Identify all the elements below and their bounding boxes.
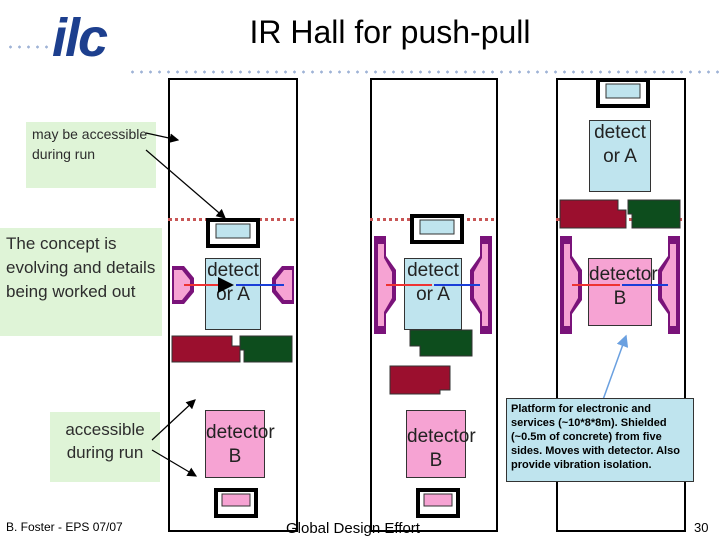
logo-dots-divider	[6, 45, 51, 49]
arrow-note-to-pit	[145, 149, 226, 219]
shield-green-icon	[409, 329, 473, 357]
pit-detector-icon	[215, 223, 251, 239]
shield-green-icon	[627, 199, 681, 229]
shield-red-icon	[389, 365, 451, 395]
slide-title: IR Hall for push-pull	[249, 14, 531, 50]
note-may-be-accessible: may be accessible during run	[26, 122, 156, 188]
page-number: 30	[694, 520, 709, 535]
detector-a-right: detect or A	[589, 120, 651, 192]
title-dots-divider	[128, 70, 720, 74]
shield-green-icon	[239, 335, 293, 363]
note-accessible-during-run: accessible during run	[50, 412, 160, 482]
shield-red-icon	[559, 199, 627, 229]
note-concept: The concept is evolving and details bein…	[0, 228, 162, 336]
platform-note: Platform for electronic and services (~1…	[506, 398, 694, 482]
footer-center-text: Global Design Effort	[286, 520, 420, 537]
detector-b-right: detector B	[588, 258, 658, 326]
detector-b-middle: detector B	[406, 410, 476, 478]
footer-author: B. Foster - EPS 07/07	[6, 520, 123, 534]
detector-b-left: detector B	[205, 410, 275, 478]
arrow-note-to-column	[145, 132, 180, 143]
shield-red-icon	[171, 335, 241, 363]
ilc-logo: ilc	[52, 8, 108, 68]
detector-a-middle: detect or A	[404, 258, 462, 330]
detector-a-left: detect or A	[205, 258, 261, 330]
arrow-accessible-down	[151, 449, 198, 477]
arrow-accessible-up	[151, 399, 196, 441]
arrow-platform	[599, 334, 629, 409]
